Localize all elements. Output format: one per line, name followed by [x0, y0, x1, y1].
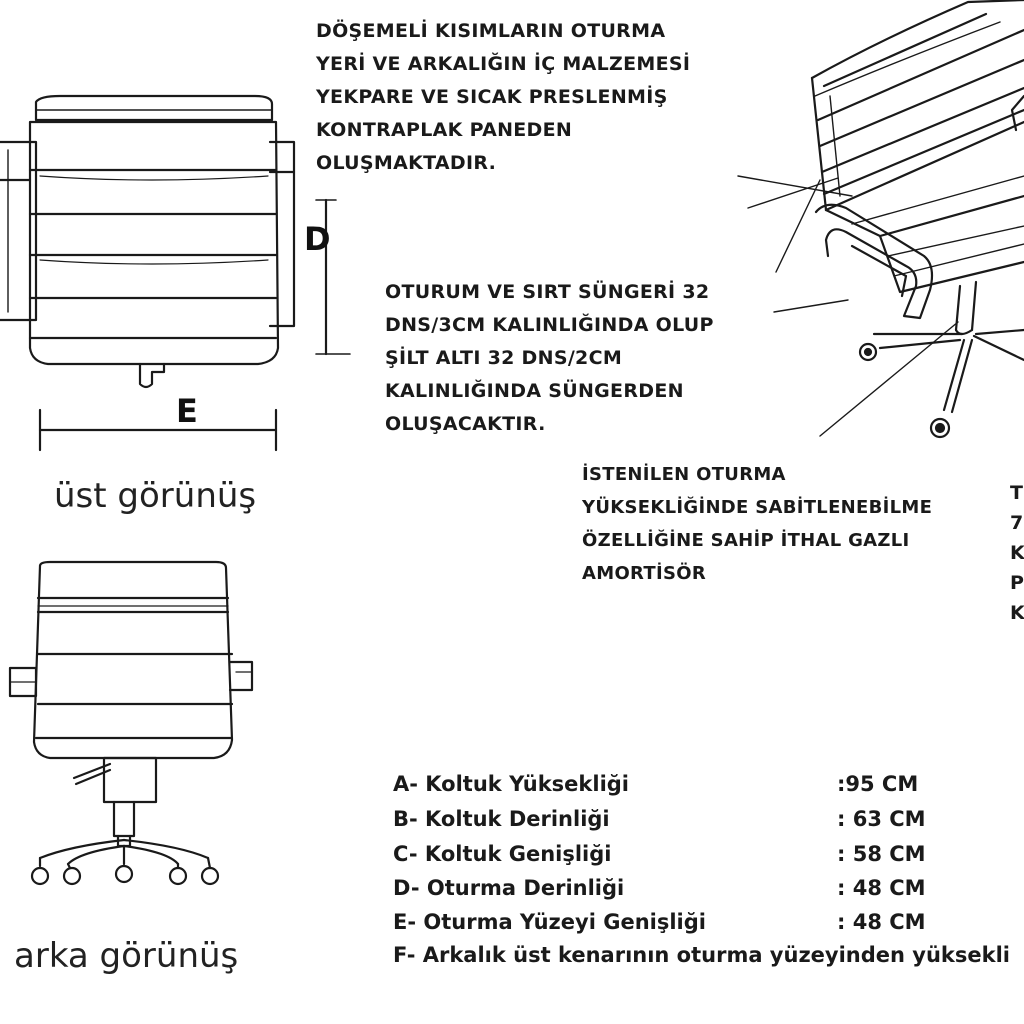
note-line: OLUŞMAKTADIR. [316, 152, 497, 174]
foam-note: OTURUM VE SIRT SÜNGERİ 32 DNS/3CM KALINL… [385, 276, 714, 441]
spec-label: D- Oturma Derinliği [393, 876, 625, 900]
back-view-drawing [8, 560, 254, 886]
spec-value: :95 CM [837, 772, 919, 796]
dimension-e-label: E [176, 392, 198, 430]
note-line: OLUŞACAKTIR. [385, 413, 546, 435]
top-view-drawing [0, 94, 351, 452]
note-line: K [1010, 602, 1024, 624]
note-line: KONTRAPLAK PANEDEN [316, 119, 573, 141]
note-line: İSTENİLEN OTURMA [582, 464, 786, 485]
note-line: AMORTİSÖR [582, 563, 706, 584]
spec-row: E- Oturma Yüzeyi Genişliği : 48 CM [393, 910, 926, 934]
cut-off-note: T 7 K P K [1010, 478, 1024, 628]
spec-label: A- Koltuk Yüksekliği [393, 772, 630, 796]
perspective-view-drawing [737, 0, 1024, 439]
spec-row: C- Koltuk Genişliği : 58 CM [393, 842, 926, 866]
note-line: K [1010, 542, 1024, 564]
note-line: ÖZELLİĞİNE SAHİP İTHAL GAZLI [582, 530, 910, 551]
note-line: YÜKSEKLİĞİNDE SABİTLENEBİLME [582, 497, 933, 518]
note-line: OTURUM VE SIRT SÜNGERİ 32 [385, 281, 710, 303]
spec-row: D- Oturma Derinliği : 48 CM [393, 876, 926, 900]
note-line: ŞİLT ALTI 32 DNS/2CM [385, 347, 623, 369]
interior-material-note: DÖŞEMELİ KISIMLARIN OTURMA YERİ VE ARKAL… [316, 15, 690, 180]
note-line: KALINLIĞINDA SÜNGERDEN [385, 380, 684, 402]
note-line: 7 [1010, 512, 1024, 534]
spec-row: B- Koltuk Derinliği : 63 CM [393, 807, 926, 831]
back-view-label: arka görünüş [14, 936, 239, 976]
spec-row: F- Arkalık üst kenarının oturma yüzeyind… [393, 943, 1010, 967]
spec-value: : 58 CM [837, 842, 926, 866]
spec-value: : 48 CM [837, 876, 926, 900]
note-line: YERİ VE ARKALIĞIN İÇ MALZEMESİ [316, 53, 691, 75]
spec-label: B- Koltuk Derinliği [393, 807, 610, 831]
note-line: DNS/3CM KALINLIĞINDA OLUP [385, 314, 714, 336]
note-line: YEKPARE VE SICAK PRESLENMİŞ [316, 86, 668, 108]
note-line: P [1010, 572, 1024, 594]
dimension-d-label: D [304, 220, 331, 258]
note-line: T [1010, 482, 1024, 504]
top-view-label: üst görünüş [54, 476, 257, 516]
spec-label: E- Oturma Yüzeyi Genişliği [393, 910, 706, 934]
spec-row: A- Koltuk Yüksekliği :95 CM [393, 772, 918, 796]
gas-lift-note: İSTENİLEN OTURMA YÜKSEKLİĞİNDE SABİTLENE… [582, 458, 932, 590]
spec-label: C- Koltuk Genişliği [393, 842, 612, 866]
spec-value: : 48 CM [837, 910, 926, 934]
spec-value: : 63 CM [837, 807, 926, 831]
note-line: DÖŞEMELİ KISIMLARIN OTURMA [316, 20, 666, 42]
spec-label: F- Arkalık üst kenarının oturma yüzeyind… [393, 943, 1010, 967]
